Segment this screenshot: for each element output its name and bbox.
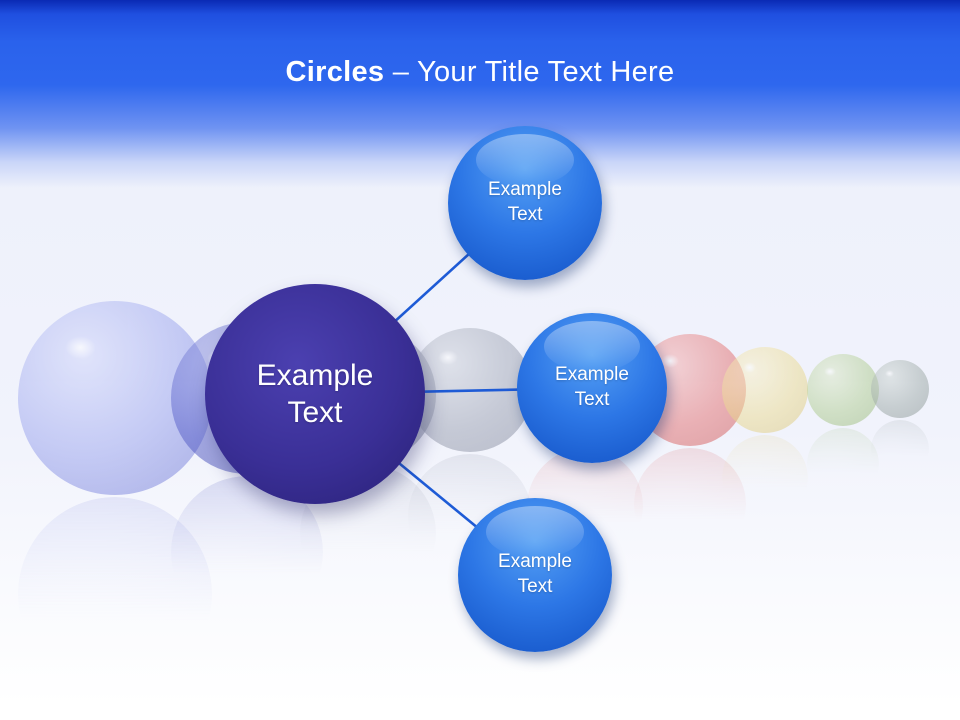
central-node-label: Example Text	[256, 358, 374, 430]
title-rest: – Your Title Text Here	[384, 56, 675, 88]
satellite-node-label: Example Text	[498, 551, 572, 597]
central-node: Example Text	[205, 284, 425, 504]
satellite-node-label: Example Text	[488, 179, 562, 225]
background-sphere	[807, 354, 879, 426]
satellite-node-top: Example Text	[448, 126, 602, 280]
satellite-node-right: Example Text	[517, 313, 667, 463]
satellite-node-label: Example Text	[555, 364, 629, 410]
satellite-node-bottom: Example Text	[458, 498, 612, 652]
background-sphere	[722, 347, 808, 433]
background-sphere	[871, 360, 929, 418]
title-bold: Circles	[285, 56, 385, 88]
slide-title: Circles – Your Title Text Here	[0, 56, 960, 89]
